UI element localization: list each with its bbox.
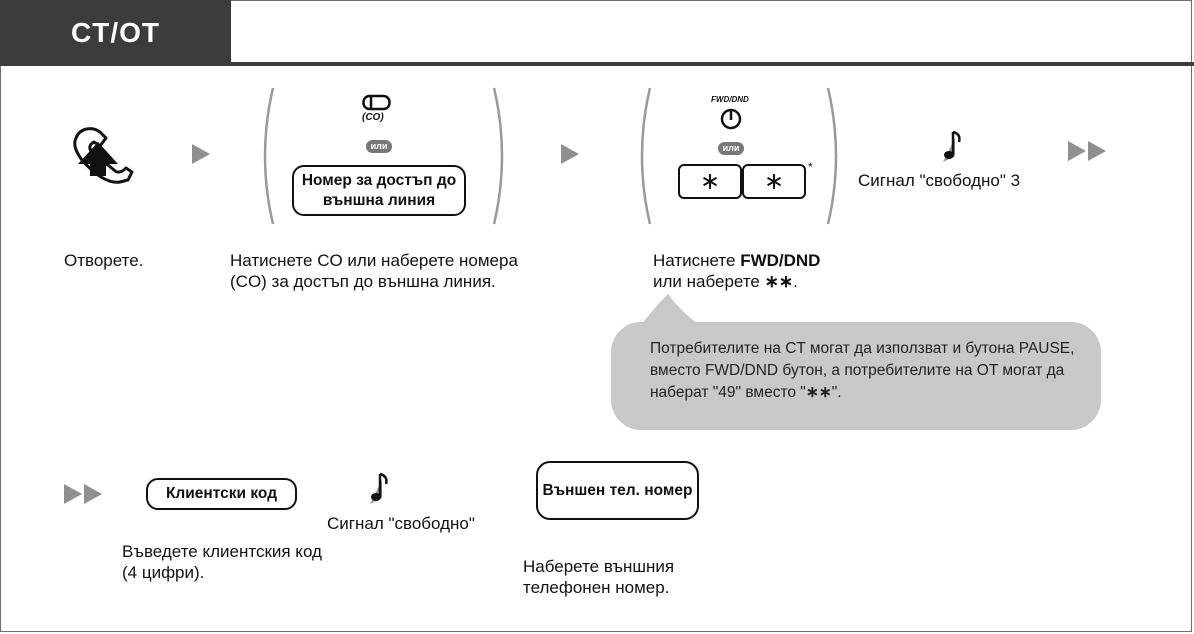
tone-note-icon xyxy=(370,472,388,504)
tone-note-icon xyxy=(943,130,961,162)
step2-label: Натиснете CO или наберете номера (CO) за… xyxy=(230,251,518,291)
step1-label: Отворете. xyxy=(64,251,144,270)
client-code-box: Клиентски код xyxy=(146,478,297,510)
co-caption: (CO) xyxy=(362,112,384,123)
fwd-dnd-button-icon xyxy=(720,108,742,130)
handset-offhook-icon xyxy=(73,127,134,184)
asterisk-note-mark: * xyxy=(808,160,813,174)
or-badge: или xyxy=(366,140,392,153)
right-paren xyxy=(492,87,504,225)
co-button-icon xyxy=(362,94,391,111)
step5-label: Въведете клиентския код (4 цифри). xyxy=(122,542,322,582)
access-number-box: Номер за достъп до външна линия xyxy=(292,165,466,216)
or-badge: или xyxy=(718,142,744,155)
note-bubble xyxy=(611,322,1101,430)
left-paren xyxy=(640,87,652,225)
note-text: Потребителите на CT могат да използват и… xyxy=(650,340,1075,401)
tone-label: Сигнал "свободно" 3 xyxy=(858,171,1021,190)
next-arrow-icon xyxy=(561,144,579,164)
star-key: ∗ xyxy=(742,164,806,199)
continue-arrow-icon xyxy=(1068,141,1106,161)
header-rule xyxy=(0,62,1194,66)
step3-label: Натиснете FWD/DND или наберете ∗∗. xyxy=(653,251,821,291)
continue-arrow-icon xyxy=(64,484,102,504)
header-tab: CT/OT xyxy=(0,0,231,66)
tone-label: Сигнал "свободно" xyxy=(327,514,475,533)
fwd-dnd-caption: FWD/DND xyxy=(711,95,749,104)
next-arrow-icon xyxy=(192,144,210,164)
star-key: ∗ xyxy=(678,164,742,199)
external-number-box: Външен тел. номер xyxy=(536,461,699,520)
left-paren xyxy=(263,87,275,225)
right-paren xyxy=(826,87,838,225)
step7-label: Наберете външния телефонен номер. xyxy=(523,557,675,597)
